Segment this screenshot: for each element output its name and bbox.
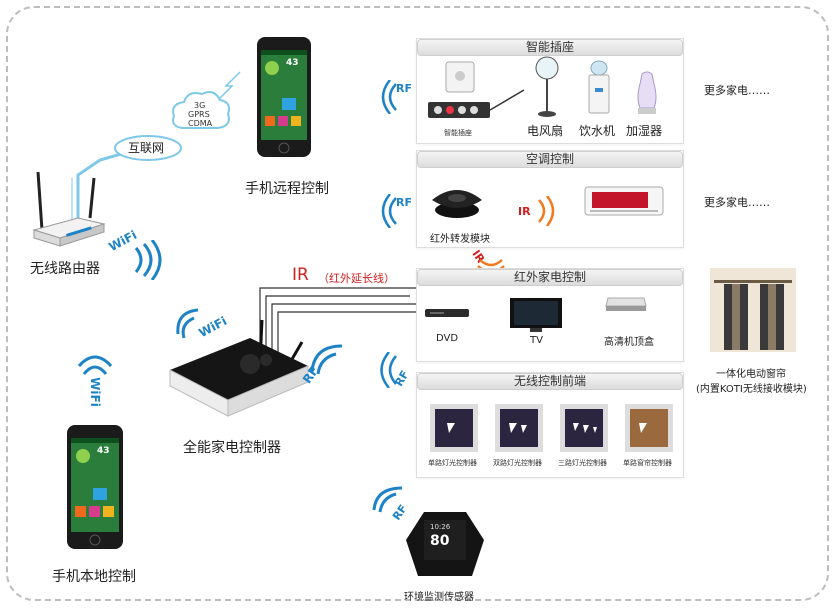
- router-label: 无线路由器: [30, 261, 100, 277]
- controller-icon: [169, 319, 309, 417]
- switch-panels-icon: [430, 404, 673, 452]
- phone-local-temp: 43: [97, 446, 110, 456]
- air-conditioner-icon: [584, 186, 664, 216]
- rf-label-socket: RF: [396, 82, 412, 95]
- network-3g: 3G: [194, 101, 206, 110]
- signal-waves-icon: [176, 308, 199, 339]
- controller-label: 全能家电控制器: [183, 440, 281, 456]
- signal-waves-icon: [372, 486, 403, 513]
- water-dispenser-icon: [588, 60, 610, 114]
- ir-label-ac: IR: [518, 205, 531, 218]
- fan-icon: [535, 56, 559, 117]
- rf-label-ac: RF: [396, 196, 412, 209]
- cloud-icon: [114, 135, 182, 161]
- phone-local-icon: [67, 425, 123, 549]
- item-double-light: 双路灯光控制器: [493, 459, 542, 467]
- item-single-curtain: 单路窗帘控制器: [623, 459, 672, 467]
- dvd-icon: [425, 309, 469, 317]
- signal-waves-icon: [134, 240, 162, 280]
- curtain-sublabel: (内置KOTI无线接收模块): [696, 384, 807, 395]
- more-appliances-2: 更多家电……: [704, 196, 770, 209]
- signal-waves-icon: [381, 194, 397, 228]
- humidifier-icon: [637, 71, 657, 114]
- item-tv: TV: [530, 335, 543, 346]
- signal-waves-icon: [381, 80, 397, 114]
- diagram-frame: [6, 6, 829, 601]
- curtain-label: 一体化电动窗帘: [716, 369, 786, 380]
- item-triple-light: 三路灯光控制器: [558, 459, 607, 467]
- ir-wire-1: [259, 287, 410, 350]
- item-humidifier: 加湿器: [626, 124, 663, 138]
- item-set-top-box: 高清机顶盒: [604, 337, 654, 348]
- phone-remote-icon: [257, 37, 311, 157]
- item-single-light: 单路灯光控制器: [428, 459, 477, 467]
- item-dvd: DVD: [436, 333, 459, 344]
- env-sensor-icon: [406, 512, 484, 576]
- item-smart-socket: 智能插座: [444, 129, 472, 137]
- wifi-label-phone: WiFi: [87, 377, 102, 407]
- phone-remote-temp: 43: [286, 58, 299, 68]
- signal-waves-icon: [78, 355, 112, 375]
- tv-icon: [510, 298, 562, 332]
- item-water-dispenser: 饮水机: [579, 124, 616, 138]
- env-sensor-label: 环境监测传感器: [404, 592, 474, 603]
- sensor-clock: 10:26: [430, 523, 451, 531]
- panel-ir-appliance-title: 红外家电控制: [417, 269, 683, 286]
- phone-remote-label: 手机远程控制: [245, 181, 329, 197]
- panel-wireless-front-title: 无线控制前端: [417, 373, 683, 390]
- internet-label: 互联网: [128, 141, 165, 155]
- more-appliances-1: 更多家电……: [704, 84, 770, 97]
- internet-link: [76, 148, 136, 230]
- panel-smart-socket-title: 智能插座: [417, 39, 683, 56]
- signal-waves-icon: [310, 344, 343, 375]
- network-gprs: GPRS: [188, 110, 210, 119]
- item-fan: 电风扇: [527, 124, 564, 138]
- smart-socket-icon: [428, 61, 525, 118]
- ir-ext-label: IR: [292, 265, 309, 285]
- panel-ac-title: 空调控制: [417, 151, 683, 168]
- item-ir-transponder: 红外转发模块: [430, 234, 490, 245]
- ir-waves-icon: [538, 196, 555, 226]
- signal-waves-icon: [380, 352, 397, 388]
- set-top-box-icon: [605, 297, 647, 311]
- ir-wire-2: [265, 295, 410, 352]
- cloud-3g-icon: [172, 91, 230, 129]
- ir-transponder-icon: [432, 190, 482, 218]
- ir-ext-desc: （红外延长线）: [318, 272, 395, 285]
- sensor-reading: 80: [430, 533, 450, 549]
- wireless-bolt-icon: [217, 71, 241, 101]
- router-icon: [32, 171, 106, 247]
- network-cdma: CDMA: [188, 119, 213, 128]
- curtain-icon: [710, 268, 796, 352]
- phone-local-label: 手机本地控制: [52, 569, 136, 585]
